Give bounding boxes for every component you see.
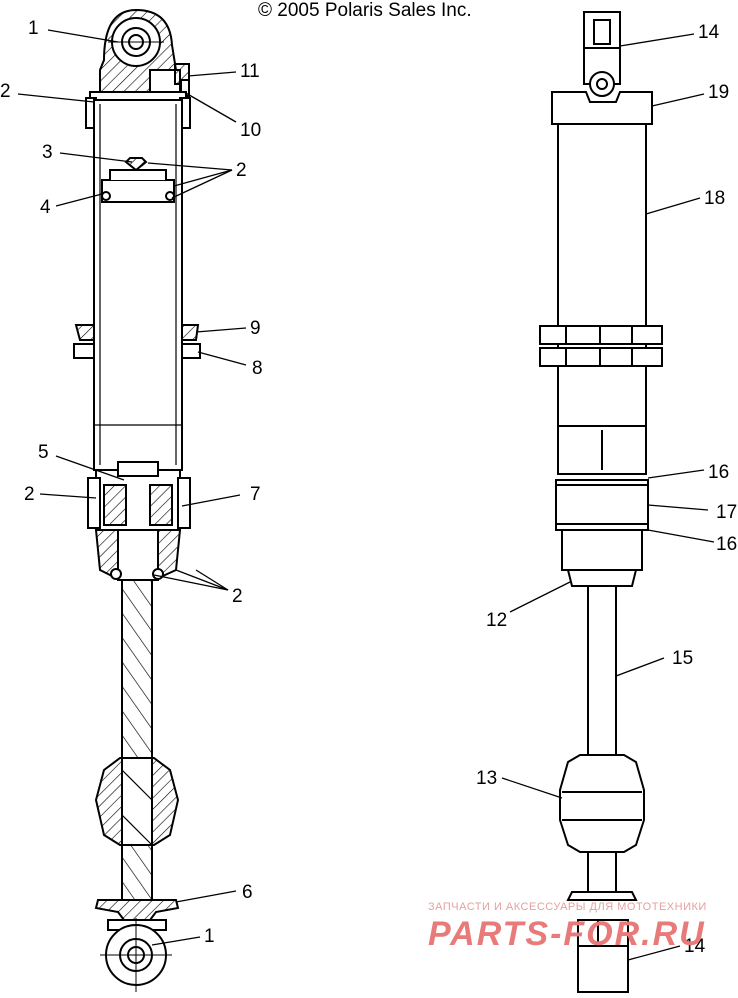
left-shock-cross-section [73, 8, 201, 992]
leader-lines-right [501, 33, 715, 961]
callout-12-seal-head: 12 [486, 610, 507, 631]
callout-13-bump-stop: 13 [476, 768, 497, 789]
callout-9-clip: 9 [250, 318, 261, 339]
leader-lines-left [17, 29, 247, 946]
callout-15-shaft: 15 [672, 648, 693, 669]
callout-1-top-eyelet: 1 [28, 18, 39, 39]
callout-2-seal-orings: 2 [232, 586, 243, 607]
callout-6-bottom-plate: 6 [242, 882, 253, 903]
callout-4-floating-piston: 4 [40, 197, 51, 218]
copyright-notice: © 2005 Polaris Sales Inc. [258, 0, 472, 21]
watermark-logo-text: PARTS-FOR.RU [428, 915, 706, 953]
right-shock-external [539, 11, 663, 993]
callout-1-bottom-eyelet: 1 [204, 926, 215, 947]
callout-labels: 1 2 3 2 4 9 8 5 2 7 2 6 1 11 10 14 19 18… [0, 18, 737, 957]
callout-10-valve-cap: 10 [240, 120, 261, 141]
callout-14-top-bushing: 14 [698, 22, 720, 43]
callout-18-body: 18 [704, 188, 725, 209]
callout-14-bottom-bushing: 14 [684, 936, 706, 957]
callout-5-piston-nut: 5 [38, 442, 49, 463]
callout-19-cap: 19 [708, 82, 729, 103]
callout-17-collar: 17 [716, 502, 737, 523]
callout-2-cap-oring: 2 [0, 81, 11, 102]
watermark-tagline: ЗАПЧАСТИ И АКСЕССУАРЫ ДЛЯ МОТОТЕХНИКИ [428, 901, 707, 913]
callout-11-fitting: 11 [240, 61, 260, 82]
callout-2-piston-band: 2 [24, 484, 35, 505]
callout-16-upper-ring: 16 [708, 462, 729, 483]
callout-8-retainer: 8 [252, 358, 263, 379]
watermark: ЗАПЧАСТИ И АКСЕССУАРЫ ДЛЯ МОТОТЕХНИКИ PA… [428, 901, 707, 953]
callout-2-piston-orings: 2 [236, 160, 247, 181]
callout-7-piston: 7 [250, 484, 261, 505]
callout-3-valve: 3 [42, 142, 53, 163]
callout-16-lower-ring: 16 [716, 534, 737, 555]
